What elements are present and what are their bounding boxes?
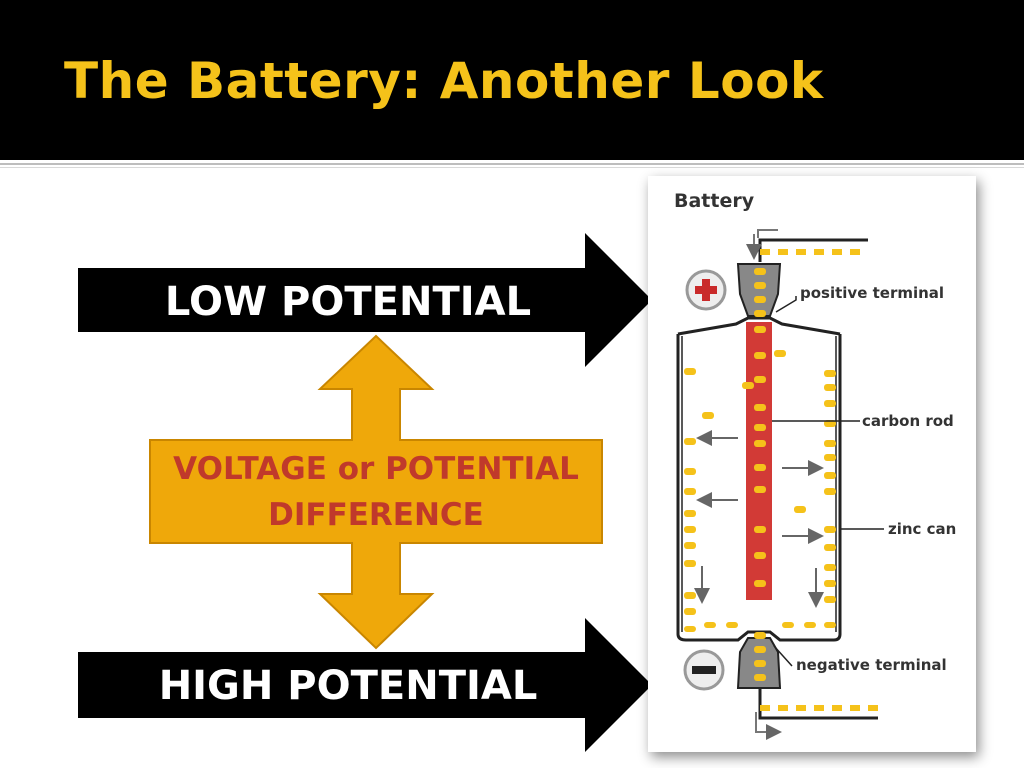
voltage-label-line1: VOLTAGE or POTENTIAL [173,451,579,487]
can-top-seal [677,316,841,336]
battery-drawing [676,229,884,740]
zinc-can-label: zinc can [888,520,957,538]
battery-title: Battery [674,190,755,212]
bottom-wire [755,688,878,740]
battery-diagram: Battery positive terminal carbon rod zin… [648,176,976,752]
title-bar: The Battery: Another Look [0,0,1024,160]
top-wire [746,229,868,262]
plus-symbol [685,269,727,311]
carbon-rod-label: carbon rod [862,412,954,430]
high-potential-arrow [78,618,652,752]
leader-lines [772,296,884,667]
positive-terminal-label: positive terminal [800,284,945,302]
electrons [684,268,836,681]
low-potential-arrow [78,233,652,367]
slide-title: The Battery: Another Look [64,52,824,110]
negative-terminal-label: negative terminal [796,656,947,674]
double-headed-arrow [149,334,603,650]
low-potential-label: LOW POTENTIAL [164,279,532,325]
voltage-label: VOLTAGE or POTENTIAL DIFFERENCE [152,446,600,538]
divider-thin [0,167,1024,168]
voltage-label-line2: DIFFERENCE [268,497,484,533]
positive-terminal-cap [736,263,782,317]
flow-arrows [694,430,824,608]
high-potential-label: HIGH POTENTIAL [158,663,538,709]
divider [0,163,1024,165]
minus-symbol [683,649,725,691]
